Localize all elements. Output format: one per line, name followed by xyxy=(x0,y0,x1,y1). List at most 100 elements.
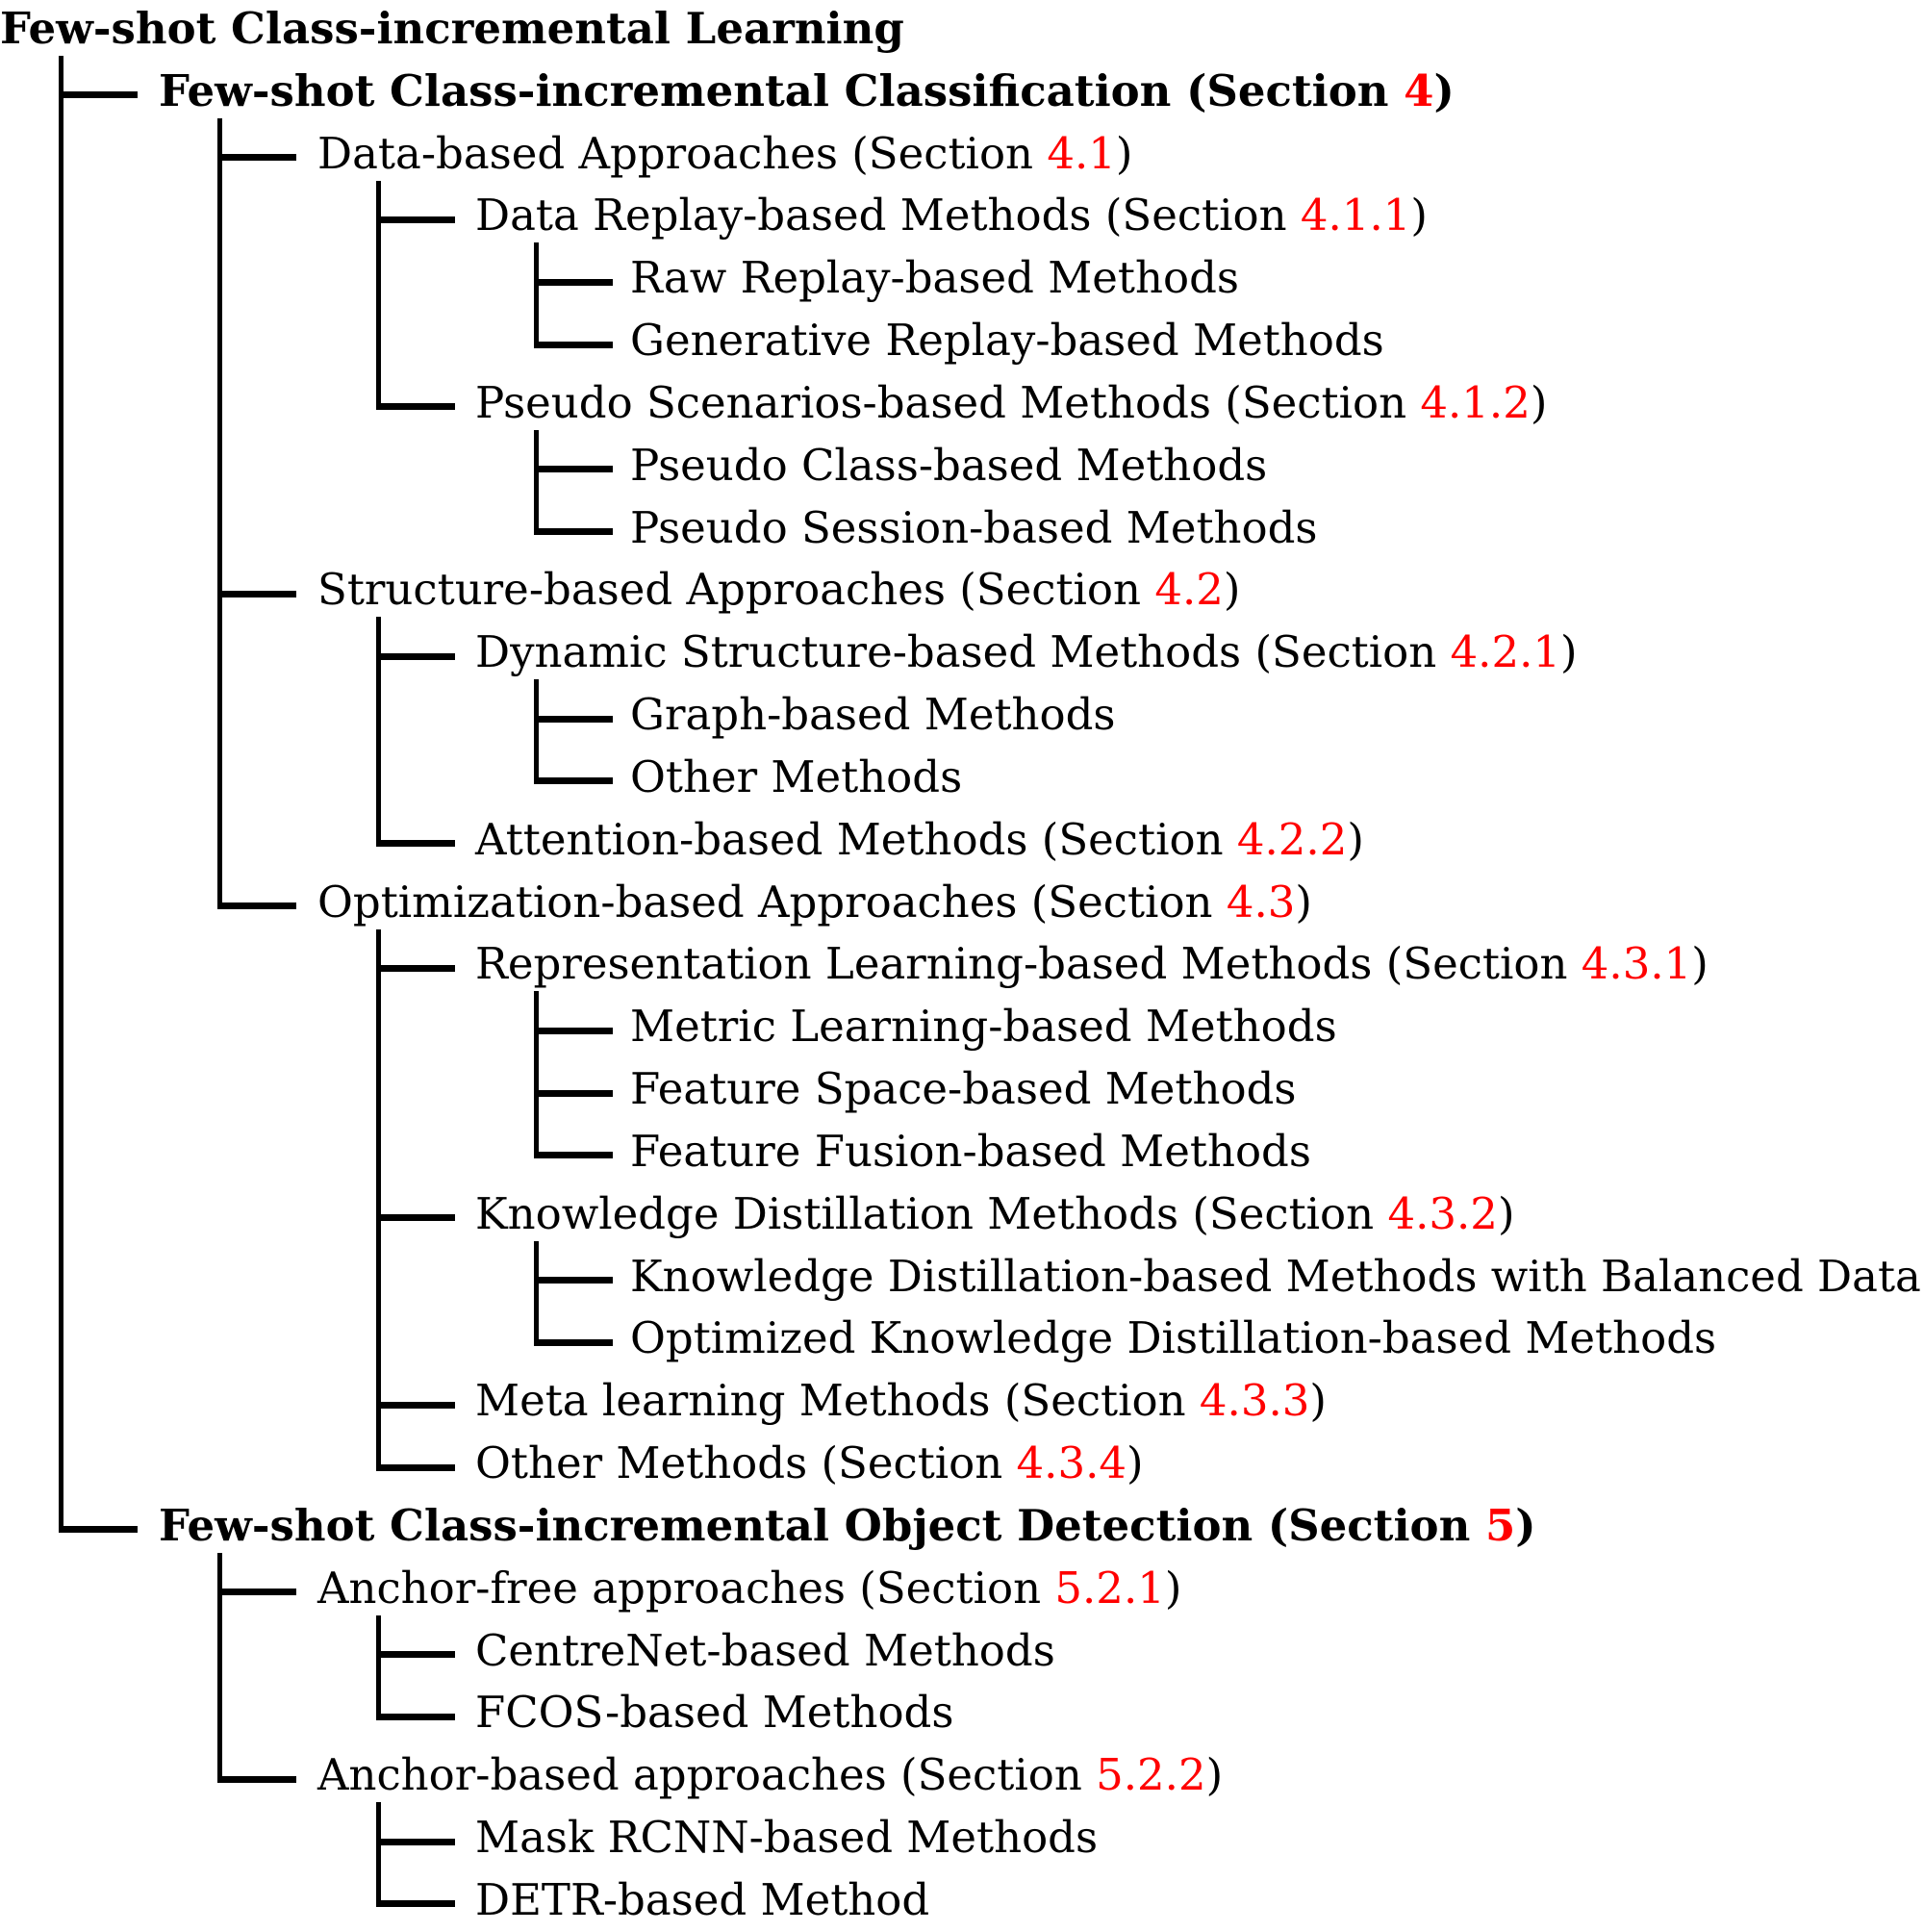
tree-node-label: Dynamic Structure-based Methods (Section xyxy=(475,626,1451,678)
tree-connector-vertical xyxy=(216,1552,222,1783)
tree-node-label: DETR-based Method xyxy=(475,1873,930,1925)
tree-connector-elbow xyxy=(533,1152,613,1159)
tree-connector-elbow xyxy=(533,777,613,785)
section-number: 4.1.2 xyxy=(1420,376,1531,428)
tree-connector-vertical xyxy=(375,180,381,411)
tree-node-label-suffix: ) xyxy=(1127,1437,1144,1489)
tree-node-label: FCOS-based Methods xyxy=(475,1687,954,1739)
section-number: 4.2.2 xyxy=(1236,813,1348,865)
tree-node: Knowledge Distillation Methods (Section … xyxy=(475,1182,1515,1246)
tree-node: Meta learning Methods (Section 4.3.3) xyxy=(475,1369,1327,1433)
tree-node: Mask RCNN-based Methods xyxy=(475,1806,1098,1869)
tree-node: Feature Fusion-based Methods xyxy=(630,1120,1311,1183)
tree-connector-elbow xyxy=(375,1401,455,1409)
tree-node: Generative Replay-based Methods xyxy=(630,309,1384,372)
tree-node-label-suffix: ) xyxy=(1309,1375,1327,1427)
tree-connector-elbow xyxy=(375,652,455,660)
tree-node-label: Few-shot Class-incremental Object Detect… xyxy=(159,1499,1485,1551)
tree-node-label: Metric Learning-based Methods xyxy=(630,1001,1337,1053)
tree-connector-elbow xyxy=(58,1526,138,1534)
section-number: 4.3.1 xyxy=(1581,938,1692,990)
tree-connector-elbow xyxy=(533,528,613,536)
tree-node-label: Knowledge Distillation Methods (Section xyxy=(475,1187,1388,1239)
tree-node-label-suffix: ) xyxy=(1515,1499,1536,1551)
tree-node-label: Graph-based Methods xyxy=(630,689,1116,741)
section-number: 5.2.1 xyxy=(1054,1562,1165,1614)
tree-connector-elbow xyxy=(58,91,138,99)
tree-node: Feature Space-based Methods xyxy=(630,1057,1296,1121)
tree-connector-elbow xyxy=(375,1838,455,1845)
tree-node: DETR-based Method xyxy=(475,1868,929,1932)
tree-node: Pseudo Class-based Methods xyxy=(630,434,1267,497)
tree-node: Few-shot Class-incremental Learning xyxy=(0,0,904,61)
tree-connector-elbow xyxy=(375,216,455,223)
tree-node: Metric Learning-based Methods xyxy=(630,995,1337,1058)
tree-node: Few-shot Class-incremental Object Detect… xyxy=(159,1494,1536,1558)
tree-connector-elbow xyxy=(216,1775,296,1783)
tree-connector-vertical xyxy=(58,56,63,1534)
tree-node: Pseudo Session-based Methods xyxy=(630,496,1318,560)
tree-connector-elbow xyxy=(375,840,455,848)
tree-node-label-suffix: ) xyxy=(1205,1749,1224,1801)
section-number: 4.3 xyxy=(1226,876,1296,928)
tree-node-label: Mask RCNN-based Methods xyxy=(475,1812,1099,1864)
tree-node-label-suffix: ) xyxy=(1560,626,1578,678)
tree-node-label-suffix: ) xyxy=(1223,564,1241,616)
tree-node-label-suffix: ) xyxy=(1497,1187,1515,1239)
tree-node-label: Meta learning Methods (Section xyxy=(475,1375,1200,1427)
tree-connector-vertical xyxy=(533,1240,539,1346)
tree-connector-elbow xyxy=(533,278,613,286)
tree-node-label-suffix: ) xyxy=(1433,64,1455,116)
section-number: 4.1 xyxy=(1047,127,1116,179)
tree-connector-elbow xyxy=(375,1214,455,1222)
section-number: 5.2.2 xyxy=(1096,1749,1206,1801)
tree-connector-elbow xyxy=(375,1651,455,1659)
tree-node-label: Pseudo Class-based Methods xyxy=(630,439,1268,491)
tree-node: Raw Replay-based Methods xyxy=(630,246,1239,310)
tree-node: Optimized Knowledge Distillation-based M… xyxy=(630,1307,1716,1370)
tree-node-label: Attention-based Methods (Section xyxy=(475,813,1237,865)
tree-node-label: Feature Fusion-based Methods xyxy=(630,1125,1311,1177)
section-number: 4.2.1 xyxy=(1450,626,1561,678)
tree-connector-vertical xyxy=(375,928,381,1471)
tree-node-label: Other Methods xyxy=(630,750,963,802)
tree-node: Structure-based Approaches (Section 4.2) xyxy=(317,558,1240,622)
section-number: 5 xyxy=(1484,1499,1516,1551)
tree-connector-elbow xyxy=(216,902,296,910)
tree-node-label: Optimized Knowledge Distillation-based M… xyxy=(630,1312,1717,1364)
tree-node: Other Methods (Section 4.3.4) xyxy=(475,1432,1144,1495)
tree-connector-vertical xyxy=(375,1614,381,1720)
tree-connector-elbow xyxy=(533,1338,613,1346)
tree-node-label-suffix: ) xyxy=(1410,190,1428,242)
tree-connector-elbow xyxy=(533,1089,613,1097)
tree-node-label: Pseudo Session-based Methods xyxy=(630,501,1318,553)
tree-connector-vertical xyxy=(375,617,381,848)
tree-connector-elbow xyxy=(375,1900,455,1908)
tree-connector-elbow xyxy=(375,964,455,972)
tree-node-label: Data Replay-based Methods (Section xyxy=(475,190,1301,242)
tree-connector-elbow xyxy=(533,1277,613,1284)
tree-node: Representation Learning-based Methods (S… xyxy=(475,932,1709,996)
tree-node: Knowledge Distillation-based Methods wit… xyxy=(630,1245,1921,1309)
tree-node-label: Representation Learning-based Methods (S… xyxy=(475,938,1582,990)
tree-node-label: Optimization-based Approaches (Section xyxy=(317,876,1227,928)
tree-connector-elbow xyxy=(216,1589,296,1596)
tree-node: Graph-based Methods xyxy=(630,683,1116,747)
tree-connector-elbow xyxy=(375,1713,455,1720)
tree-node: Few-shot Class-incremental Classificatio… xyxy=(159,60,1455,123)
tree-connector-elbow xyxy=(533,715,613,723)
tree-connector-vertical xyxy=(533,242,539,348)
section-number: 4.3.2 xyxy=(1387,1187,1498,1239)
tree-node-label: Other Methods (Section xyxy=(475,1437,1017,1489)
tree-connector-elbow xyxy=(375,403,455,411)
section-number: 4 xyxy=(1404,64,1434,116)
tree-node: Data-based Approaches (Section 4.1) xyxy=(317,122,1132,186)
tree-node-label: Data-based Approaches (Section xyxy=(317,127,1048,179)
tree-node-label-suffix: ) xyxy=(1347,813,1364,865)
tree-node-label: Feature Space-based Methods xyxy=(630,1063,1297,1115)
tree-node-label: Few-shot Class-incremental Learning xyxy=(0,3,904,54)
tree-node: FCOS-based Methods xyxy=(475,1681,953,1744)
tree-node: Attention-based Methods (Section 4.2.2) xyxy=(475,808,1364,872)
tree-node-label: Knowledge Distillation-based Methods wit… xyxy=(630,1250,1921,1302)
